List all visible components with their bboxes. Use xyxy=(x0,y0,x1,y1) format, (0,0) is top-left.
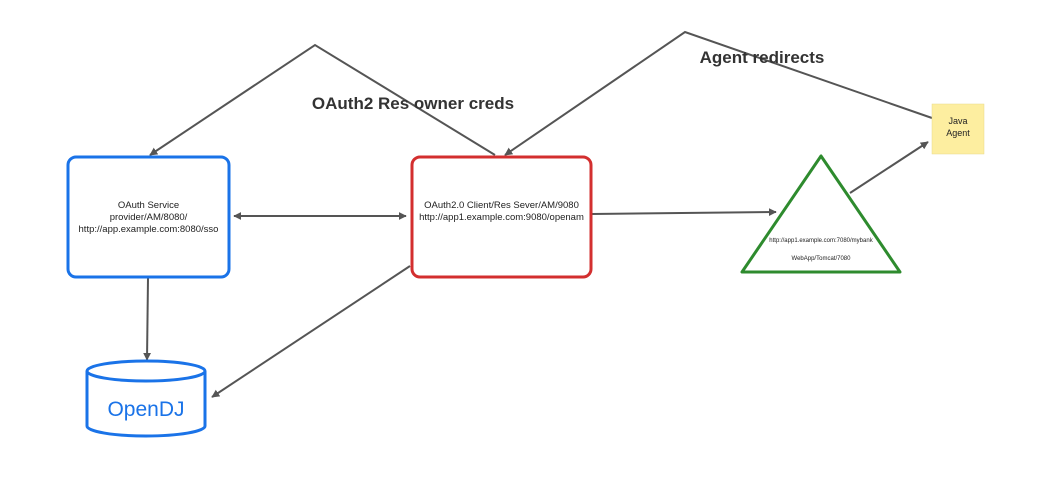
agent-redirects-label: Agent redirects xyxy=(700,48,825,67)
provider-line2: provider/AM/8080/ xyxy=(110,212,188,223)
oauth-provider-node: OAuth Service provider/AM/8080/ http://a… xyxy=(66,155,231,279)
agent-line2: Agent xyxy=(946,128,970,138)
webapp-line2: WebApp/Tomcat/7080 xyxy=(792,256,852,262)
agent-redirect-arrow xyxy=(504,30,933,156)
client-webapp-arrow xyxy=(591,208,777,217)
oauth-client-node: OAuth2.0 Client/Res Sever/AM/9080 http:/… xyxy=(410,155,593,279)
provider-line3: http://app.example.com:8080/sso xyxy=(79,224,219,235)
opendj-node: OpenDJ xyxy=(85,359,207,438)
provider-opendj-arrow xyxy=(143,277,152,361)
client-line1: OAuth2.0 Client/Res Sever/AM/9080 xyxy=(424,200,579,211)
client-opendj-arrow xyxy=(211,265,411,398)
java-agent-node: Java Agent xyxy=(931,103,985,155)
agent-line1: Java xyxy=(948,116,967,126)
provider-line1: OAuth Service xyxy=(118,200,179,211)
webapp-line1: http://app1.example.com:7080/mybank xyxy=(769,238,873,244)
webapp-node: http://app1.example.com:7080/mybank WebA… xyxy=(740,154,902,274)
opendj-label: OpenDJ xyxy=(107,398,184,421)
creds-arrow xyxy=(149,43,496,156)
client-line2: http://app1.example.com:9080/openam xyxy=(419,212,584,223)
webapp-agent-arrow xyxy=(849,141,929,194)
oauth2-creds-label: OAuth2 Res owner creds xyxy=(312,94,514,113)
